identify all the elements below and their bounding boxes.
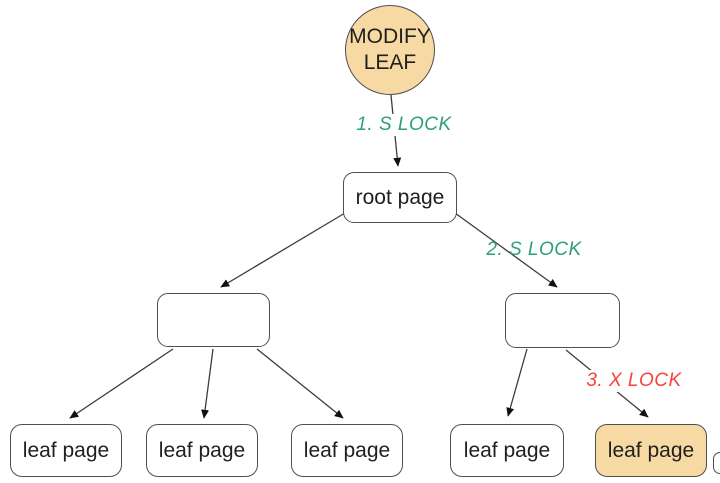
leaf-page-node-5-locked: leaf page: [595, 424, 707, 477]
arrow-left-node-to-leaf1: [69, 348, 174, 419]
leaf-page-node-4: leaf page: [450, 424, 564, 477]
lock-label-3-x-lock: 3. X LOCK: [582, 370, 686, 392]
arrow-root-to-left-node: [220, 212, 346, 288]
lock-label-2-s-lock: 2. S LOCK: [486, 239, 582, 260]
arrow-left-node-to-leaf3: [256, 348, 344, 419]
modify-leaf-node: MODIFY LEAF: [345, 5, 435, 95]
partial-leaf-page-node: [713, 452, 720, 474]
leaf-page-label: leaf page: [607, 438, 695, 462]
leaf-page-node-2: leaf page: [146, 424, 258, 477]
leaf-page-label: leaf page: [303, 438, 391, 462]
root-page-node: root page: [343, 172, 457, 223]
root-page-label: root page: [355, 185, 445, 209]
leaf-page-label: leaf page: [158, 438, 246, 462]
lock-label-1-s-lock: 1. S LOCK: [352, 114, 456, 136]
internal-node-left: [157, 293, 270, 347]
modify-leaf-label: MODIFY LEAF: [349, 25, 431, 74]
leaf-page-label: leaf page: [463, 438, 551, 462]
internal-node-right: [505, 293, 620, 348]
arrow-left-node-to-leaf2: [201, 348, 214, 419]
leaf-page-node-3: leaf page: [291, 424, 403, 477]
arrow-right-node-to-leaf4: [506, 348, 528, 417]
leaf-page-label: leaf page: [22, 438, 110, 462]
leaf-page-node-1: leaf page: [10, 424, 122, 477]
